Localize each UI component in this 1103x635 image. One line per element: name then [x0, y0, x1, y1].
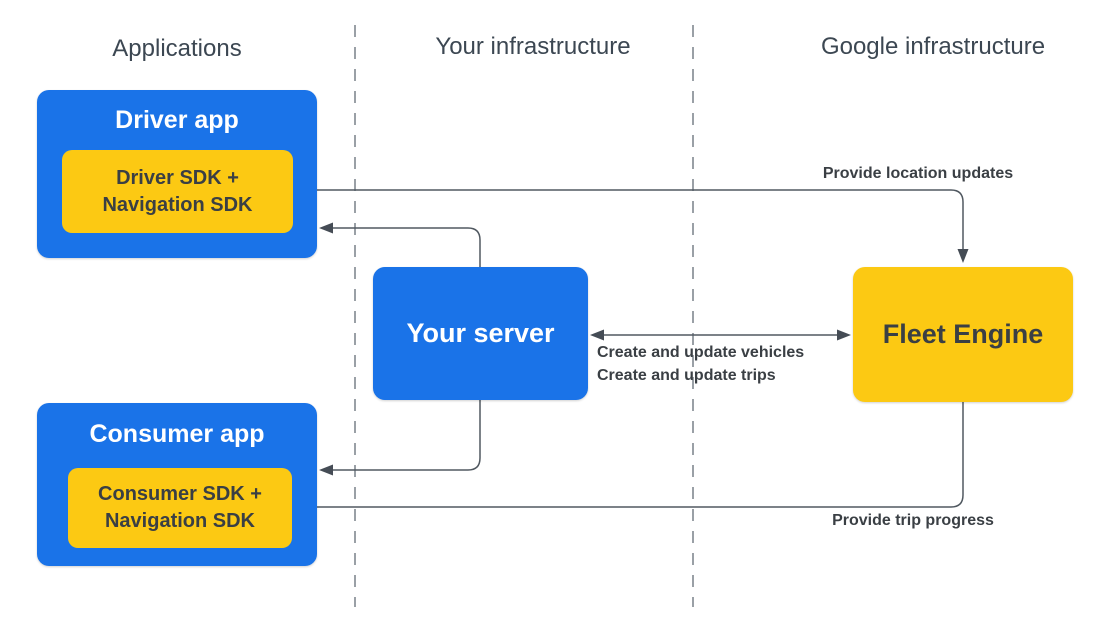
- arrow-provide-trip-progress: [294, 402, 964, 513]
- fleet-engine-title: Fleet Engine: [882, 319, 1044, 349]
- node-your-server: Your server: [373, 267, 588, 400]
- arrow-server-fleet-bidirectional: [590, 329, 851, 341]
- node-consumer-app: Consumer app Consumer SDK + Navigation S…: [37, 403, 317, 566]
- your-server-title: Your server: [406, 318, 555, 348]
- driver-app-title: Driver app: [115, 105, 239, 134]
- node-consumer-sdk: Consumer SDK + Navigation SDK: [68, 468, 292, 548]
- column-divider-right: [692, 25, 694, 607]
- consumer-app-title: Consumer app: [89, 420, 265, 448]
- node-fleet-engine: Fleet Engine: [853, 267, 1073, 402]
- arrow-provide-location-updates: [293, 189, 969, 263]
- column-header-applications: Applications: [112, 35, 242, 62]
- column-header-google-infrastructure: Google infrastructure: [820, 33, 1046, 60]
- driver-sdk-label: Driver SDK + Navigation SDK: [102, 166, 253, 216]
- arrow-server-to-driver-app: [319, 222, 481, 267]
- node-driver-sdk: Driver SDK + Navigation SDK: [62, 150, 293, 233]
- label-provide-location-updates: Provide location updates: [822, 165, 1014, 182]
- consumer-sdk-label: Consumer SDK + Navigation SDK: [98, 483, 262, 532]
- arrow-server-to-consumer-app: [319, 400, 481, 476]
- column-header-your-infrastructure: Your infrastructure: [435, 33, 631, 60]
- label-create-update-vehicles: Create and update vehicles: [597, 344, 805, 361]
- column-divider-left: [354, 25, 356, 607]
- node-driver-app: Driver app Driver SDK + Navigation SDK: [37, 90, 317, 258]
- label-create-update-trips: Create and update trips: [597, 367, 776, 384]
- label-provide-trip-progress: Provide trip progress: [832, 512, 994, 529]
